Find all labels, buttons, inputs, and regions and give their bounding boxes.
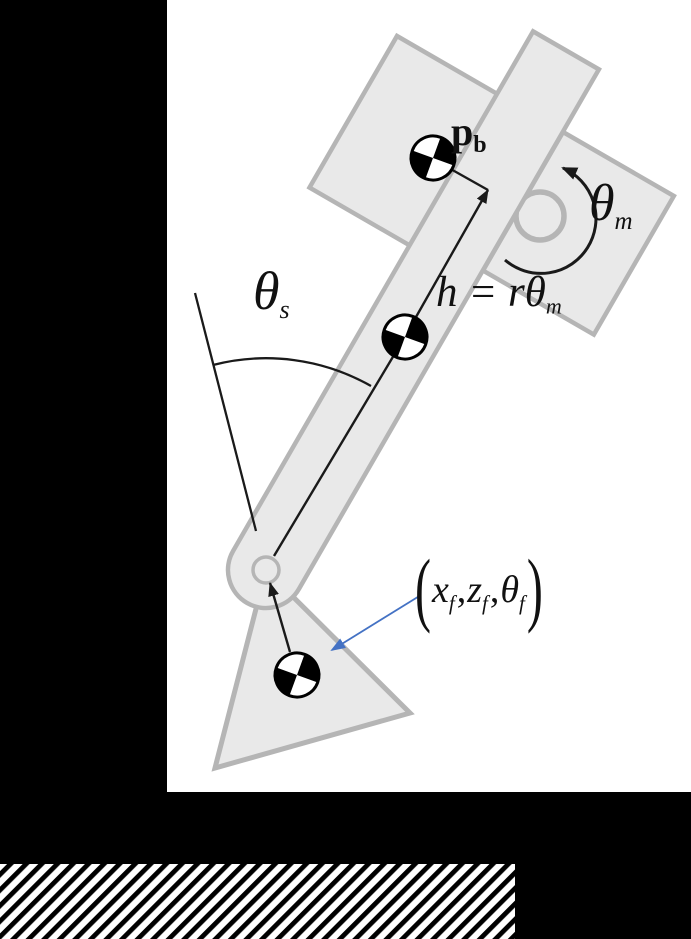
knee-joint-circle [251,555,281,585]
body-com-icon [409,134,457,182]
foot-com-icon [273,651,321,699]
arrow-knee-to-leg-com [272,339,405,557]
label-h-sub: m [545,293,562,319]
label-foot-comma2: , [489,569,500,611]
label-theta-s-sub: s [279,295,290,325]
label-h-main: h = rθ [436,269,546,316]
label-leg-angle: θs [253,264,290,323]
label-leg-extension: h = rθm [436,271,562,318]
vertical-reference-line [193,292,258,532]
robot-figure [193,28,677,772]
label-theta-m-main: θ [589,175,615,232]
ground-hatch [0,864,515,939]
label-pb-main: p [451,109,474,154]
label-foot-x-sub: f [448,590,455,615]
leg-com-icon [381,313,429,361]
label-theta-s-main: θ [253,261,280,321]
label-foot-theta-sub: f [519,590,525,615]
theta-m-arc-arrow [504,166,598,275]
label-foot-theta: θ [500,569,520,611]
arrow-foot-com-to-knee [268,582,292,653]
label-theta-m-sub: m [614,207,633,235]
label-foot-x: x [431,569,449,611]
label-foot-z-sub: f [482,590,488,615]
label-motor-angle: θm [589,178,633,234]
label-body-position: pb [451,109,487,159]
label-pb-sub: b [473,132,487,159]
label-foot-close-paren: ) [526,543,543,635]
label-foot-z: z [467,569,482,611]
foot-pose-pointer-arrow [330,594,422,652]
label-foot-comma1: , [456,569,467,611]
label-foot-open-paren: ( [415,543,431,635]
theta-s-arc [212,357,372,387]
arrow-leg-com-to-hip [414,189,490,318]
